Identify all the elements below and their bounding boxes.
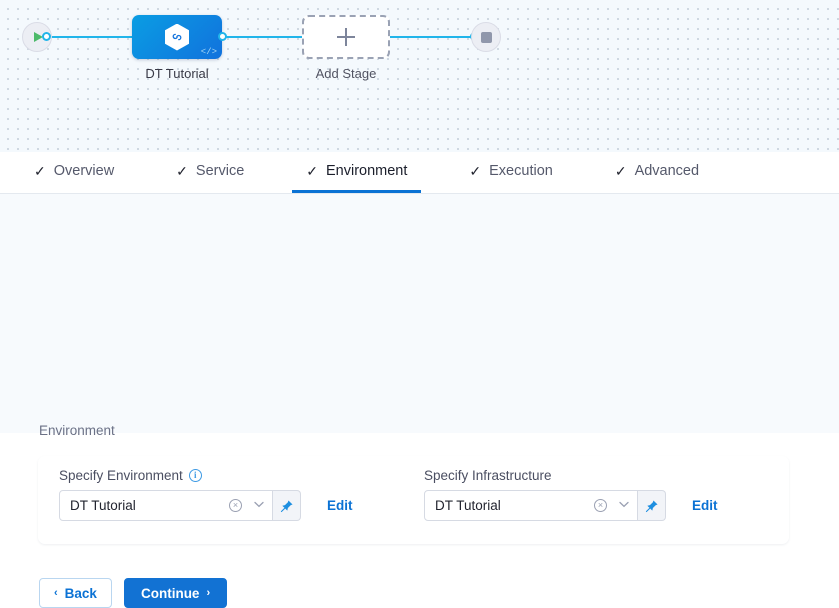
- specify-environment-group: Specify Environment i DT Tutorial ×: [59, 468, 353, 521]
- stage-node-label: DT Tutorial: [145, 66, 209, 81]
- specify-infrastructure-label: Specify Infrastructure: [424, 468, 552, 483]
- clear-icon[interactable]: ×: [229, 499, 242, 512]
- edge-start-to-stage: [44, 36, 139, 38]
- back-button[interactable]: ‹ Back: [39, 578, 112, 608]
- chevron-left-icon: ‹: [54, 586, 58, 599]
- tab-advanced[interactable]: ✓ Advanced: [601, 152, 713, 193]
- infrastructure-pin-button[interactable]: [638, 490, 666, 521]
- info-icon[interactable]: i: [188, 469, 202, 482]
- infrastructure-edit-link[interactable]: Edit: [692, 498, 718, 513]
- add-stage-node[interactable]: [302, 15, 390, 59]
- check-icon: ✓: [469, 163, 482, 179]
- environment-edit-link[interactable]: Edit: [327, 498, 353, 513]
- environment-panel: Environment Specify Environment i DT Tut…: [0, 194, 839, 608]
- stage-node-dt-tutorial[interactable]: </>: [132, 15, 222, 59]
- code-icon: </>: [200, 47, 217, 57]
- infrastructure-select[interactable]: DT Tutorial ×: [424, 490, 638, 521]
- chevron-right-icon: ›: [206, 586, 211, 599]
- environment-pin-button[interactable]: [273, 490, 301, 521]
- chevron-down-icon[interactable]: [252, 501, 266, 511]
- tab-advanced-label: Advanced: [634, 163, 700, 179]
- check-icon: ✓: [614, 163, 627, 179]
- play-icon: [34, 32, 43, 42]
- check-icon: ✓: [306, 163, 318, 179]
- environment-select-value: DT Tutorial: [70, 498, 136, 513]
- chevron-down-icon[interactable]: [617, 501, 631, 511]
- specify-environment-label-row: Specify Environment i: [59, 468, 353, 483]
- continue-button[interactable]: Continue ›: [123, 578, 228, 608]
- pin-icon: [645, 499, 658, 512]
- check-icon: ✓: [176, 163, 188, 179]
- specify-infrastructure-group: Specify Infrastructure DT Tutorial × Ed: [424, 468, 718, 521]
- tab-overview[interactable]: ✓ Overview: [20, 152, 128, 193]
- tab-environment[interactable]: ✓ Environment: [292, 152, 422, 193]
- environment-select[interactable]: DT Tutorial ×: [59, 490, 273, 521]
- tab-service-label: Service: [195, 163, 245, 179]
- tab-service[interactable]: ✓ Service: [162, 152, 258, 193]
- continue-button-label: Continue: [140, 585, 200, 601]
- tab-overview-label: Overview: [53, 163, 115, 179]
- pipeline-end-node[interactable]: [471, 22, 501, 52]
- back-button-label: Back: [64, 585, 97, 601]
- harness-hexagon-icon: [165, 23, 189, 51]
- check-icon: ✓: [34, 163, 46, 179]
- clear-icon[interactable]: ×: [594, 499, 607, 512]
- start-output-port[interactable]: [42, 32, 51, 41]
- tab-execution-label: Execution: [489, 163, 553, 179]
- section-title: Environment: [39, 423, 115, 438]
- edge-add-to-end: [390, 36, 475, 38]
- tab-execution[interactable]: ✓ Execution: [455, 152, 566, 193]
- pipeline-canvas[interactable]: </> DT Tutorial Add Stage: [0, 0, 839, 152]
- specify-infrastructure-label-row: Specify Infrastructure: [424, 468, 718, 483]
- pin-icon: [280, 499, 293, 512]
- stage-output-port[interactable]: [218, 32, 227, 41]
- specify-environment-row: DT Tutorial × Edit: [59, 490, 353, 521]
- footer-button-row: ‹ Back Continue ›: [39, 578, 228, 608]
- stage-tab-bar: ✓ Overview ✓ Service ✓ Environment ✓ Exe…: [0, 152, 839, 194]
- infrastructure-select-value: DT Tutorial: [435, 498, 501, 513]
- specify-infrastructure-row: DT Tutorial × Edit: [424, 490, 718, 521]
- stop-icon: [480, 31, 492, 43]
- add-stage-label: Add Stage: [315, 66, 377, 81]
- plus-icon-bar: [337, 36, 355, 38]
- specify-environment-label: Specify Environment: [59, 468, 183, 483]
- tab-environment-label: Environment: [326, 163, 408, 179]
- environment-card: Specify Environment i DT Tutorial ×: [38, 456, 789, 544]
- edge-stage-to-add: [222, 36, 302, 38]
